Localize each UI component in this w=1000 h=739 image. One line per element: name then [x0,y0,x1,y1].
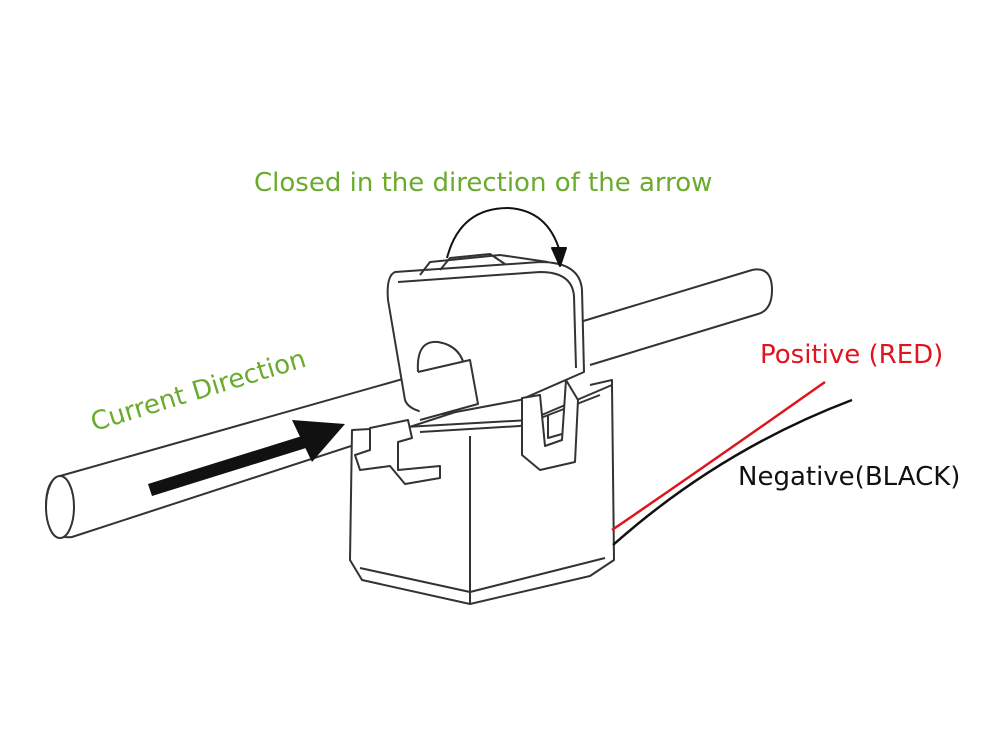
ct-lid [386,253,585,421]
latch-right [521,379,579,471]
closing-arrow-icon [446,207,561,259]
positive-wire [611,380,826,532]
latch-left [354,419,441,485]
cable-end [45,475,75,539]
negative-wire [612,398,853,546]
closing-instruction-label: Closed in the direction of the arrow [254,168,713,198]
positive-wire-label: Positive (RED) [760,340,944,370]
current-direction-arrow-icon [148,420,345,496]
negative-wire-label: Negative(BLACK) [738,462,961,492]
